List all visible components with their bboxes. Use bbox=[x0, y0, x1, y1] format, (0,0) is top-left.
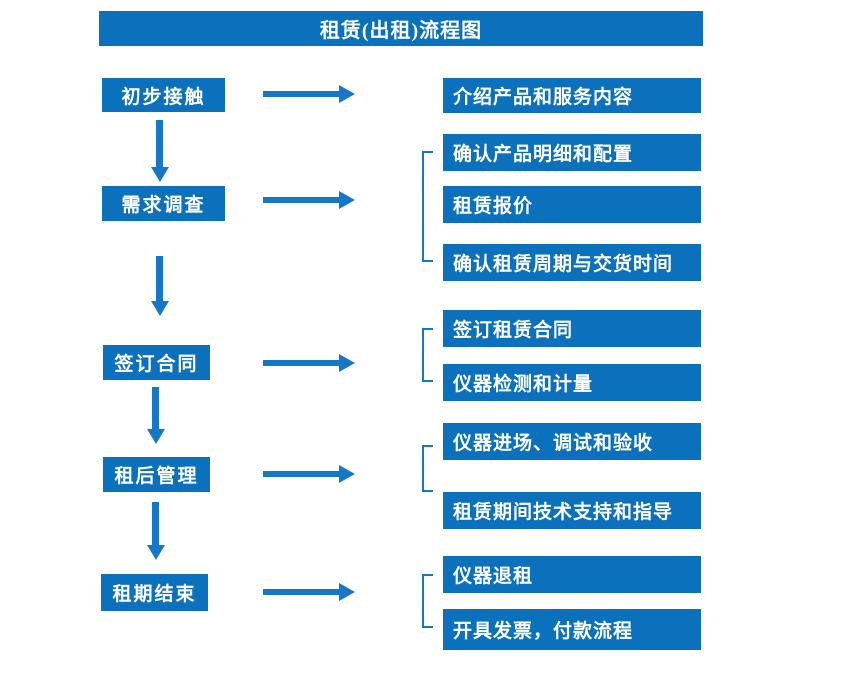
arrow-down-icon bbox=[152, 502, 159, 545]
detail-box-confirm-product-details: 确认产品明细和配置 bbox=[443, 134, 701, 171]
bracket-connector-icon bbox=[422, 445, 433, 492]
detail-box-technical-support: 租赁期间技术支持和指导 bbox=[443, 492, 701, 529]
detail-box-confirm-rental-period: 确认租赁周期与交货时间 bbox=[443, 244, 701, 281]
arrow-right-icon bbox=[263, 583, 355, 601]
detail-box-instrument-setup-acceptance: 仪器进场、调试和验收 bbox=[443, 423, 701, 460]
detail-box-instrument-return: 仪器退租 bbox=[443, 556, 701, 593]
arrow-right-icon bbox=[263, 191, 355, 209]
bracket-connector-icon bbox=[422, 574, 433, 628]
stage-box-demand-survey: 需求调查 bbox=[102, 186, 225, 221]
arrow-right-icon bbox=[263, 354, 355, 372]
detail-box-introduce-products: 介绍产品和服务内容 bbox=[443, 78, 701, 113]
bracket-connector-icon bbox=[422, 151, 433, 262]
stage-box-sign-contract: 签订合同 bbox=[103, 345, 210, 380]
arrow-right-icon bbox=[263, 85, 355, 103]
detail-box-invoice-payment: 开具发票，付款流程 bbox=[443, 609, 701, 650]
detail-box-sign-rental-contract: 签订租赁合同 bbox=[443, 310, 701, 347]
arrow-down-icon bbox=[156, 120, 163, 167]
detail-box-instrument-inspection: 仪器检测和计量 bbox=[443, 364, 701, 401]
stage-box-initial-contact: 初步接触 bbox=[102, 78, 225, 112]
bracket-connector-icon bbox=[422, 328, 433, 382]
detail-box-rental-quote: 租赁报价 bbox=[443, 186, 701, 223]
stage-box-post-rental-management: 租后管理 bbox=[103, 457, 210, 492]
stage-box-rental-end: 租期结束 bbox=[101, 574, 208, 611]
flowchart-title: 租赁(出租)流程图 bbox=[99, 11, 703, 46]
arrow-down-icon bbox=[152, 387, 159, 429]
arrow-down-icon bbox=[156, 256, 163, 301]
arrow-right-icon bbox=[263, 465, 355, 483]
